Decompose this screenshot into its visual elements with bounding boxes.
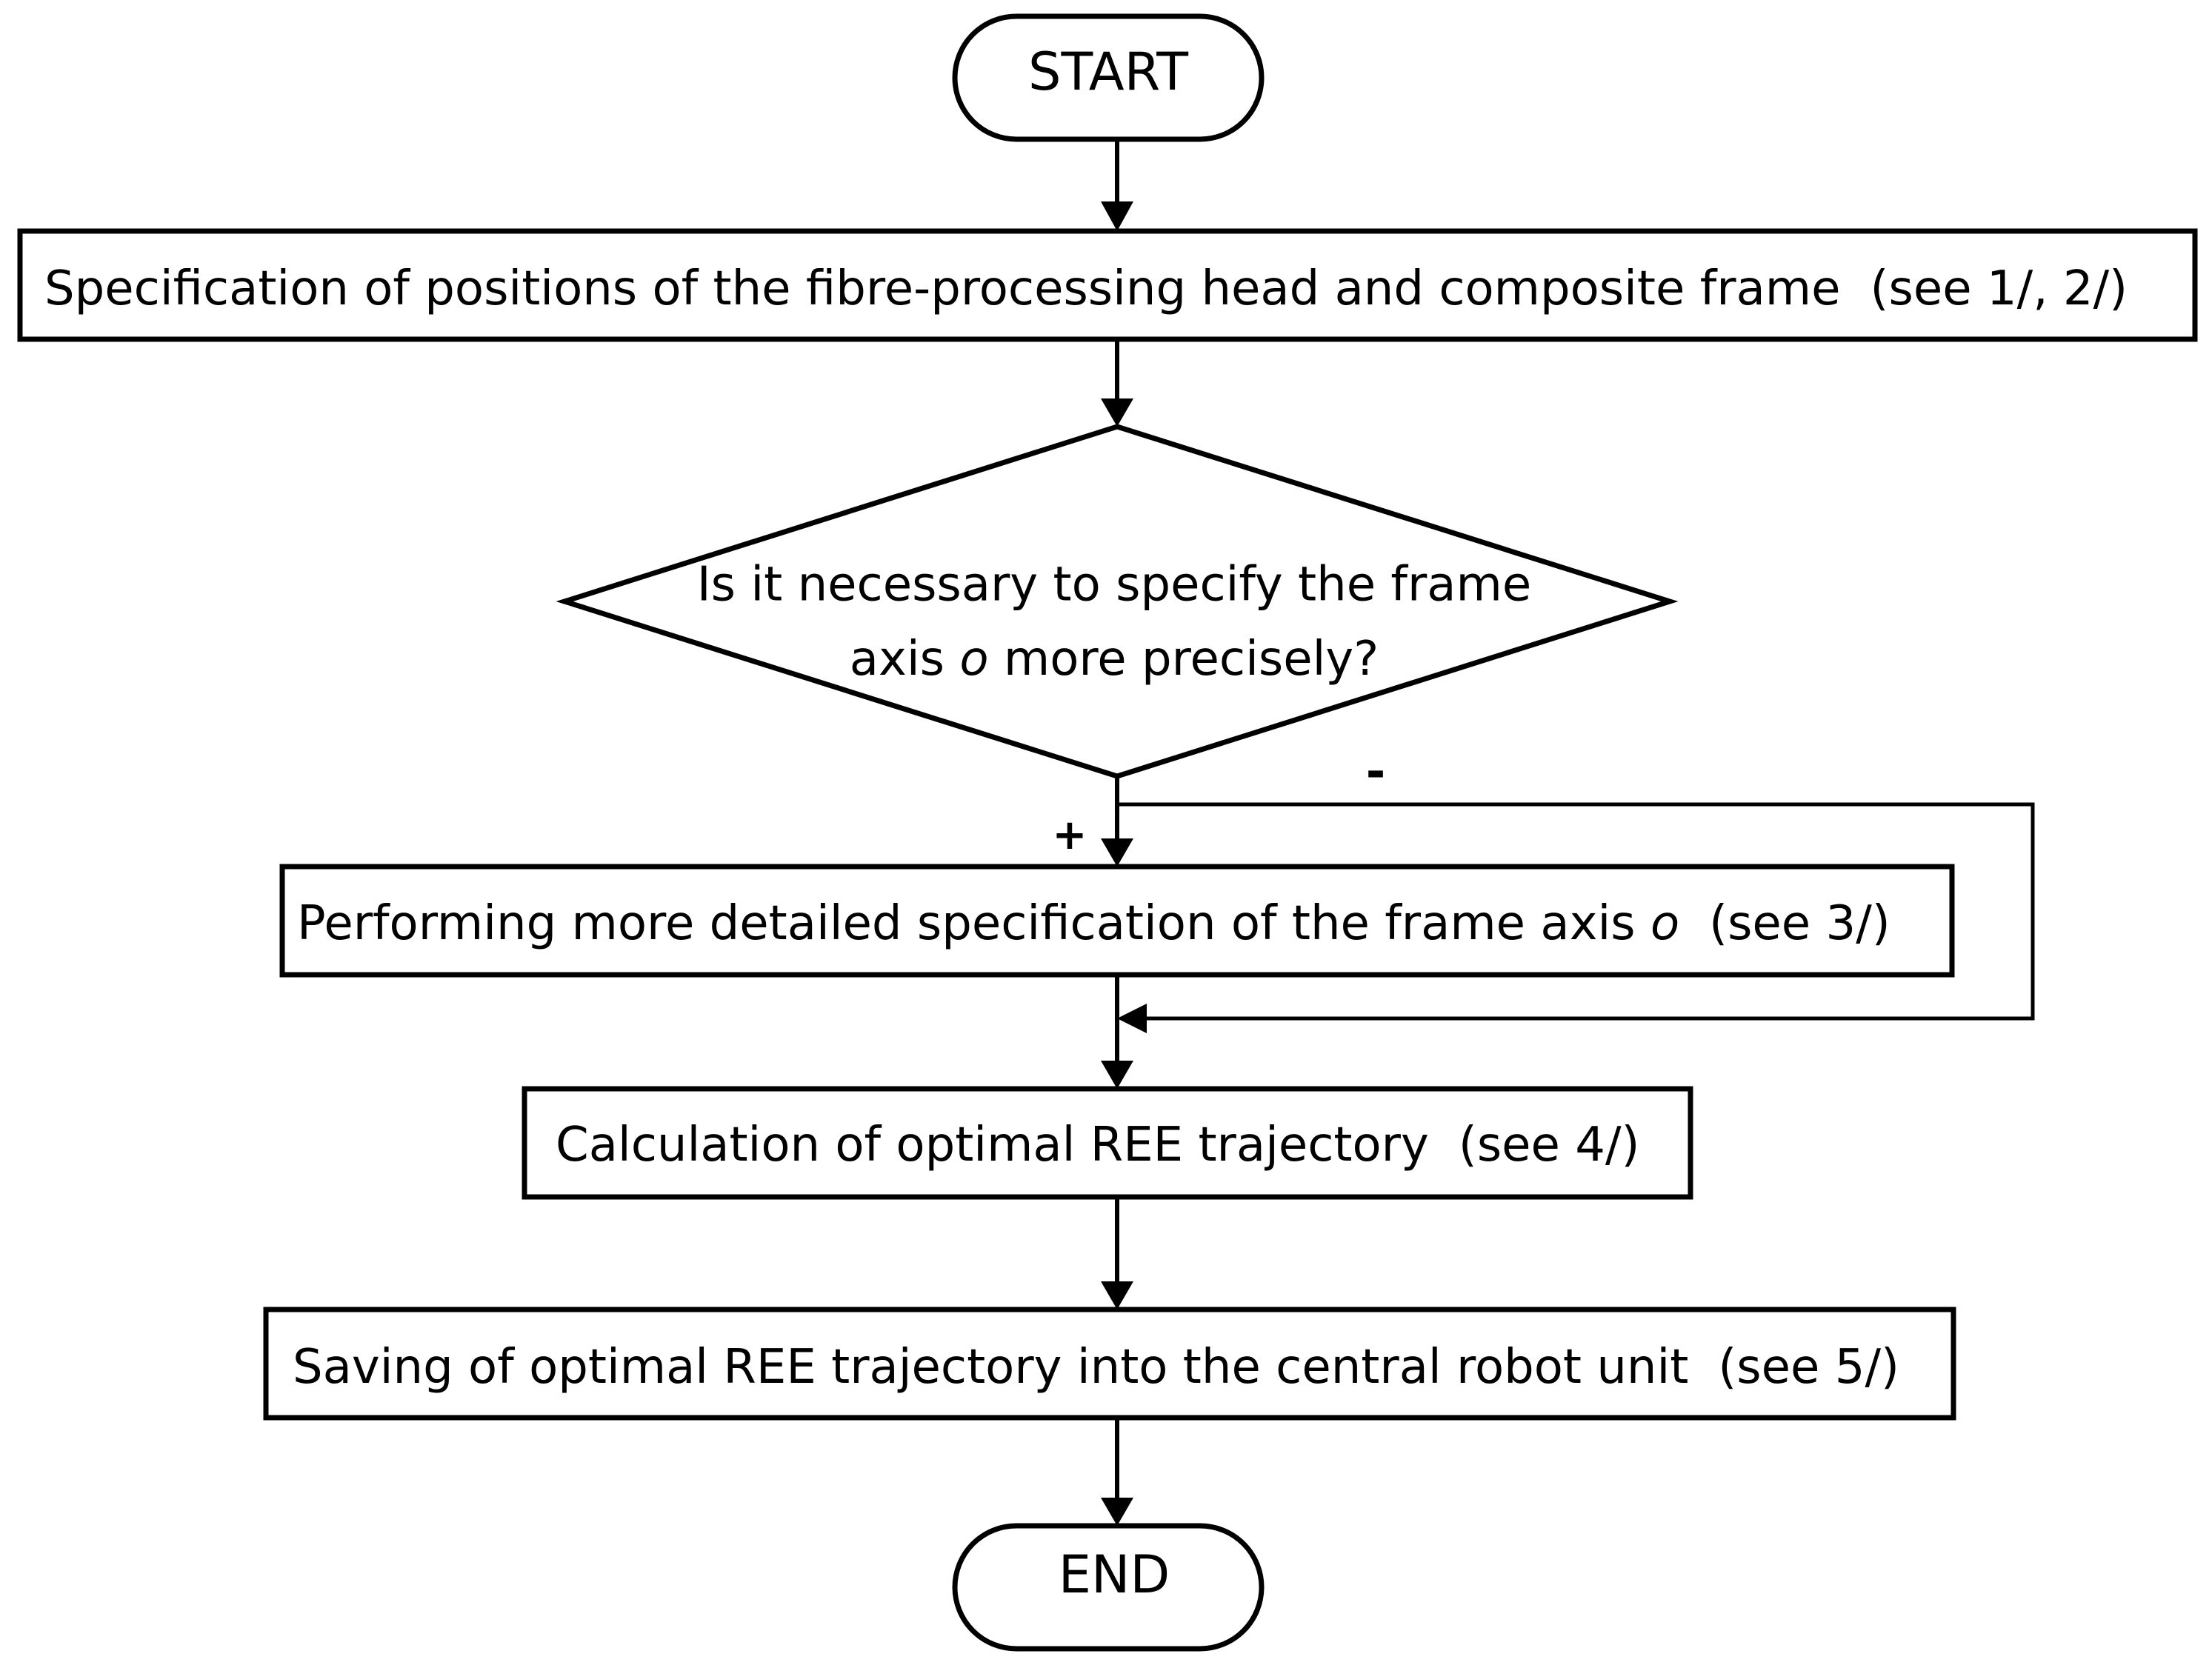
arrow-step3-to-step4 <box>1101 1197 1133 1310</box>
process-detailed-specification: Performing more detailed specification o… <box>279 864 1955 978</box>
arrow-decision-to-step2 <box>1101 776 1133 867</box>
process-specification-of-positions: Specification of positions of the fibre-… <box>17 228 2198 342</box>
process-box-3 <box>522 1086 1693 1200</box>
process-box-4 <box>263 1307 1956 1421</box>
bypass-path-no <box>1117 802 2035 1033</box>
arrow-step4-to-end <box>1101 1418 1133 1526</box>
process-text-1: Specification of positions of the fibre-… <box>44 261 2128 316</box>
end-terminal-shape <box>952 1523 1265 1652</box>
decision-no-label: - <box>1366 745 1386 800</box>
end-label: END <box>1059 1544 1170 1605</box>
process-text-2: Performing more detailed specification o… <box>297 896 1890 951</box>
start-terminal-shape <box>952 13 1265 142</box>
process-text-3: Calculation of optimal REE trajectory(se… <box>556 1118 1640 1172</box>
process-calculation: Calculation of optimal REE trajectory(se… <box>522 1086 1693 1200</box>
decision-text-line1: Is it necessary to specify the frame <box>697 558 1531 613</box>
process-saving: Saving of optimal REE trajectory into th… <box>263 1307 1956 1421</box>
decision-text-line2: axis o more precisely? <box>850 632 1379 687</box>
process-text-4: Saving of optimal REE trajectory into th… <box>293 1340 1899 1395</box>
start-label: START <box>1028 41 1188 102</box>
end-terminal: END <box>952 1523 1265 1652</box>
decision-yes-label: + <box>1053 811 1087 859</box>
arrow-step1-to-decision <box>1101 339 1133 427</box>
decision-diamond: Is it necessary to specify the frame axi… <box>556 424 1679 779</box>
process-box-1 <box>17 228 2198 342</box>
arrow-start-to-step1 <box>1101 139 1133 231</box>
arrow-step2-to-step3 <box>1101 975 1133 1089</box>
process-box-2 <box>279 864 1955 978</box>
start-terminal: START <box>952 13 1265 142</box>
